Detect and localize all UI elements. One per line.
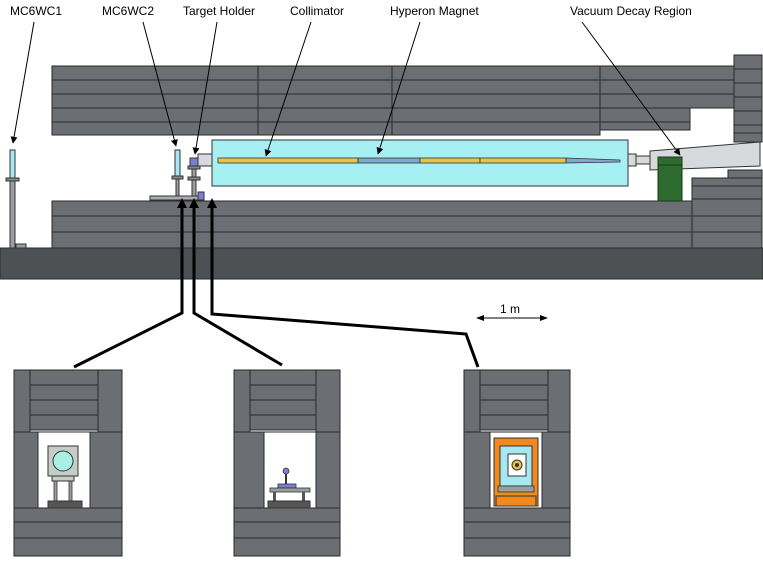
floor-slab [0, 247, 763, 280]
label-hyperon-magnet: Hyperon Magnet [390, 4, 479, 18]
scale-label: 1 m [500, 302, 520, 316]
upper-shielding [51, 65, 735, 136]
scale-bar: 1 m [476, 302, 548, 321]
label-collimator: Collimator [290, 4, 344, 18]
collimator [217, 157, 621, 164]
label-mc6wc1: MC6WC1 [10, 4, 62, 18]
detail-view-1 [13, 369, 123, 557]
lower-shielding [51, 200, 693, 249]
label-mc6wc2: MC6WC2 [102, 4, 154, 18]
detail-leaders [73, 198, 480, 369]
detail-view-2 [233, 369, 341, 557]
label-target-holder: Target Holder [183, 4, 255, 18]
mc6wc2-chamber [171, 149, 184, 197]
mc6wc1-chamber [5, 149, 27, 249]
right-end-shielding [691, 54, 763, 249]
label-vacuum-decay-region: Vacuum Decay Region [570, 4, 692, 18]
detail-view-3 [463, 369, 571, 557]
target-holder [187, 157, 201, 197]
